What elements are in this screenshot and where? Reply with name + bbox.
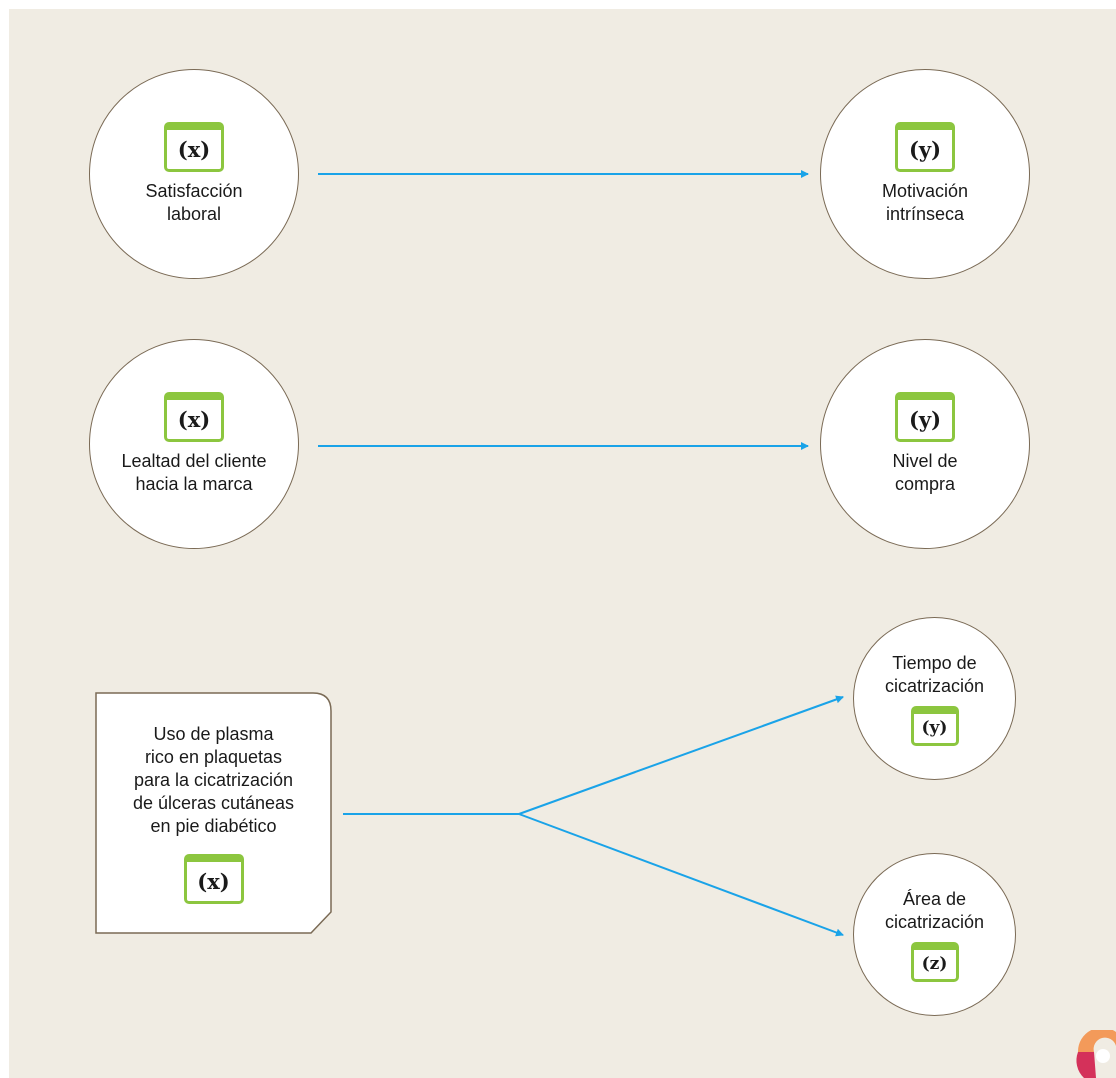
node-nivel-compra: (y) Nivel de compra <box>820 339 1030 549</box>
variable-tag-y: (y) <box>910 705 959 746</box>
variable-tag-x: (x) <box>164 122 224 172</box>
variable-tag-x: (x) <box>183 853 244 904</box>
node-label: Tiempo de cicatrización <box>884 652 985 696</box>
node-lealtad-cliente: (x) Lealtad del cliente hacia la marca <box>89 339 299 549</box>
node-area-cicatrizacion: Área de cicatrización (z) <box>853 853 1016 1016</box>
node-label: Uso de plasma rico en plaquetas para la … <box>132 723 295 836</box>
node-plasma-source-box: Uso de plasma rico en plaquetas para la … <box>95 692 332 934</box>
node-tiempo-cicatrizacion: Tiempo de cicatrización (y) <box>853 617 1016 780</box>
arrow-branch-bottom <box>518 813 844 937</box>
variable-tag-y: (y) <box>895 392 955 442</box>
box-outline <box>95 692 332 934</box>
node-label: Nivel de compra <box>892 451 958 494</box>
arrow-branch-top <box>518 695 844 815</box>
node-label: Motivación intrínseca <box>881 181 969 224</box>
variable-tag-z: (z) <box>910 941 959 982</box>
variable-tag-y: (y) <box>895 122 955 172</box>
node-label: Satisfacción laboral <box>145 181 243 224</box>
node-label: Lealtad del cliente hacia la marca <box>121 451 267 494</box>
publisher-logo-icon <box>1076 1030 1116 1078</box>
node-label: Área de cicatrización <box>884 888 985 932</box>
node-satisfaccion-laboral: (x) Satisfacción laboral <box>89 69 299 279</box>
node-motivacion-intrinseca: (y) Motivación intrínseca <box>820 69 1030 279</box>
variable-tag-x: (x) <box>164 392 224 442</box>
